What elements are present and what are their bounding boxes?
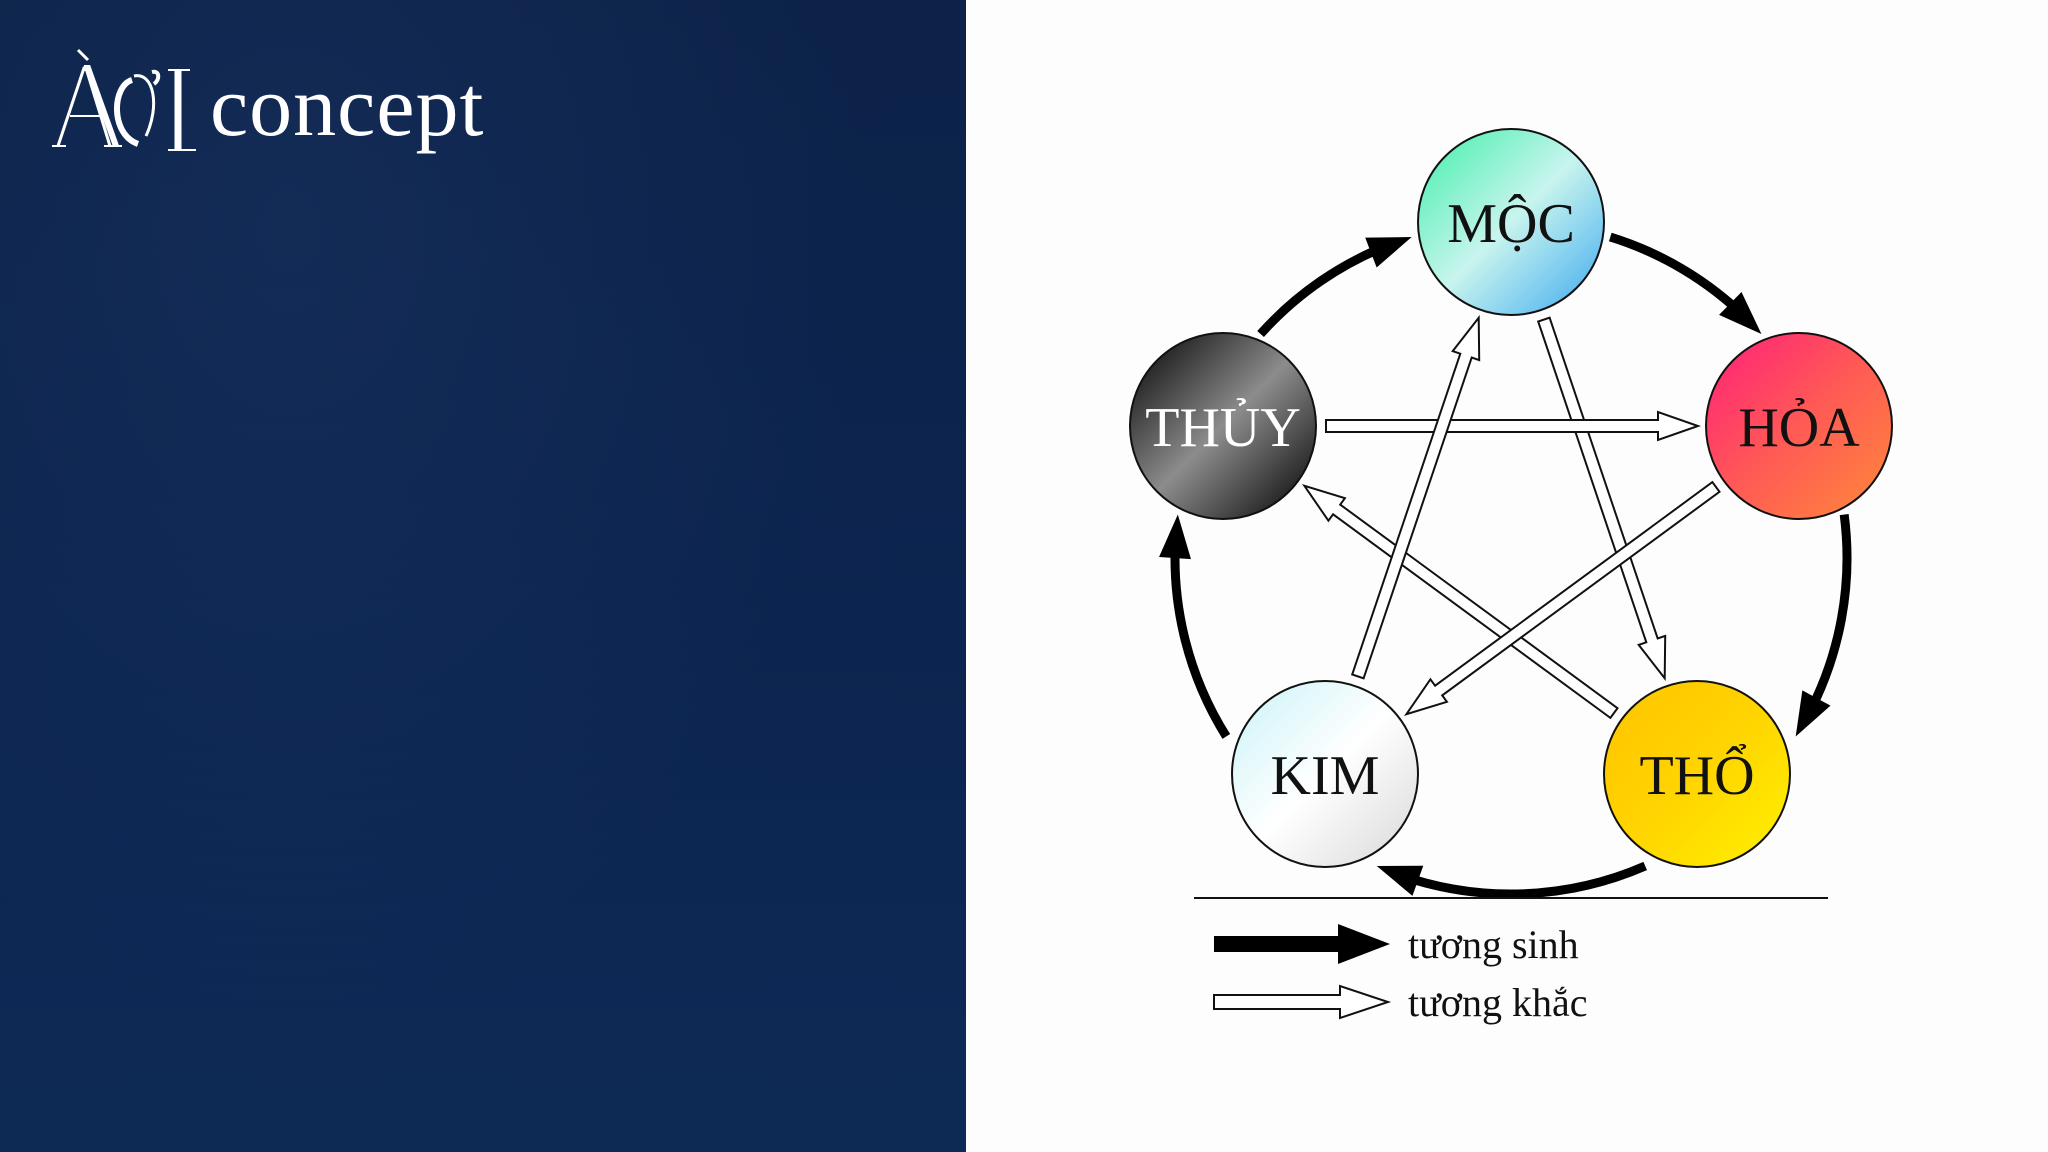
- node-thuy-circle: [1129, 332, 1317, 520]
- logo-monogram-icon: [52, 48, 196, 151]
- legend-generating-label: tương sinh: [1408, 922, 1579, 967]
- node-moc-label: MỘC: [1447, 192, 1575, 255]
- generating-arrow-moc-hoa: [1608, 232, 1750, 322]
- node-moc-circle: [1417, 128, 1605, 316]
- node-thuy: THỦY: [1129, 332, 1317, 520]
- generating-arrowhead-kim-thuy: [1159, 514, 1191, 560]
- node-tho: THỔ: [1603, 680, 1791, 868]
- overcoming-star-arrows: [1301, 314, 1721, 720]
- legend-generating-arrow: [1214, 924, 1390, 964]
- generating-cycle-arrows: [1159, 232, 1852, 899]
- node-kim: KIM: [1231, 680, 1419, 868]
- node-thuy-label: THỦY: [1145, 397, 1301, 459]
- legend-overcoming-label: tương khắc: [1408, 980, 1587, 1025]
- legend-overcoming-arrow: [1213, 984, 1392, 1020]
- logo-wordmark: concept: [210, 58, 485, 154]
- brand-logo[interactable]: concept: [50, 46, 484, 166]
- node-tho-label: THỔ: [1639, 743, 1754, 807]
- left-panel: concept: [0, 0, 966, 1152]
- generating-arrowhead-hoa-tho: [1795, 690, 1831, 737]
- node-hoa-circle: [1705, 332, 1893, 520]
- generating-arrowhead-tho-kim: [1376, 865, 1424, 896]
- element-nodes: MỘC HỎA THỔ KIM THỦY: [1129, 128, 1893, 868]
- generating-arrow-kim-thuy: [1170, 535, 1231, 739]
- node-hoa-label: HỎA: [1738, 397, 1860, 459]
- node-moc: MỘC: [1417, 128, 1605, 316]
- generating-arrow-hoa-tho: [1802, 513, 1852, 720]
- overcoming-arrow-hoa-kim: [1403, 480, 1721, 716]
- overcoming-arrow-kim-moc: [1350, 314, 1481, 680]
- node-kim-label: KIM: [1271, 745, 1380, 807]
- node-tho-circle: [1603, 680, 1791, 868]
- legend: tương sinh tương khắc: [1213, 922, 1587, 1025]
- overcoming-arrow-thuy-hoa: [1325, 410, 1702, 442]
- node-kim-circle: [1231, 680, 1419, 868]
- generating-arrow-thuy-moc: [1257, 239, 1393, 337]
- generating-arrowhead-thuy-moc: [1365, 237, 1412, 268]
- generating-arrow-tho-kim: [1395, 861, 1648, 899]
- generating-arrowhead-moc-hoa: [1719, 291, 1762, 334]
- overcoming-arrow-tho-thuy: [1301, 484, 1619, 720]
- node-hoa: HỎA: [1705, 332, 1893, 520]
- overcoming-arrow-moc-tho: [1536, 316, 1667, 682]
